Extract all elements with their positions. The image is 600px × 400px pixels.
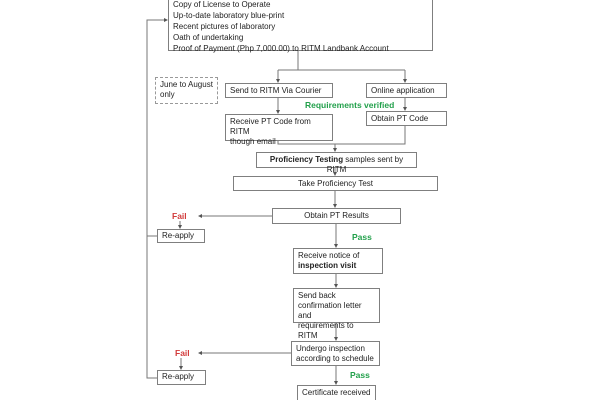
- take-pt-box: Take Proficiency Test: [233, 176, 438, 191]
- requirements-box: Copy of License to Operate Up-to-date la…: [168, 0, 433, 53]
- pt-samples-bold: Proficiency Testing: [269, 155, 344, 164]
- fail-label: Fail: [172, 211, 187, 221]
- box-line: according to schedule: [296, 354, 374, 363]
- pass-label: Pass: [350, 370, 370, 380]
- box-line-bold: inspection visit: [298, 261, 357, 270]
- receive-pt-code-box: Receive PT Code from RITM though email: [225, 114, 333, 146]
- box-line: though email: [230, 137, 276, 146]
- note-line: only: [160, 90, 175, 99]
- receive-notice-box: Receive notice of inspection visit: [293, 248, 383, 274]
- requirement-item: Oath of undertaking: [173, 33, 244, 42]
- fail-label: Fail: [175, 348, 190, 358]
- requirement-item: Copy of License to Operate: [173, 0, 271, 9]
- schedule-note: June to August only: [155, 77, 218, 104]
- requirement-item: Up-to-date laboratory blue-print: [173, 11, 285, 20]
- obtain-results-box: Obtain PT Results: [272, 208, 401, 224]
- send-back-box: Send back confirmation letter and requir…: [293, 288, 380, 340]
- box-line: Receive notice of: [298, 251, 360, 260]
- send-courier-box: Send to RITM Via Courier: [225, 83, 333, 98]
- requirements-verified-label: Requirements verified: [305, 100, 395, 110]
- certificate-box: Certificate received: [297, 385, 376, 400]
- obtain-pt-code-box: Obtain PT Code: [366, 111, 447, 126]
- note-line: June to August: [160, 80, 213, 89]
- undergo-inspection-box: Undergo inspection according to schedule: [291, 341, 380, 366]
- box-line: Undergo inspection: [296, 344, 365, 353]
- reapply-box: Re-apply: [157, 370, 206, 385]
- reapply-box: Re-apply: [157, 229, 205, 243]
- loop-line: [146, 18, 168, 379]
- online-application-box: Online application: [366, 83, 447, 98]
- pt-samples-rest: samples sent by RITM: [326, 155, 404, 174]
- box-line: confirmation letter and: [298, 301, 362, 320]
- box-line: Certificate received: [302, 388, 371, 397]
- requirement-item: Recent pictures of laboratory: [173, 22, 276, 31]
- pt-samples-box: Proficiency Testing samples sent by RITM: [256, 152, 417, 174]
- box-line: requirements to RITM: [298, 321, 354, 340]
- box-line: Receive PT Code from RITM: [230, 117, 311, 136]
- pass-label: Pass: [352, 232, 372, 242]
- box-line: Send back: [298, 291, 336, 300]
- requirement-item: Proof of Payment (Php 7,000.00) to RITM …: [173, 44, 389, 53]
